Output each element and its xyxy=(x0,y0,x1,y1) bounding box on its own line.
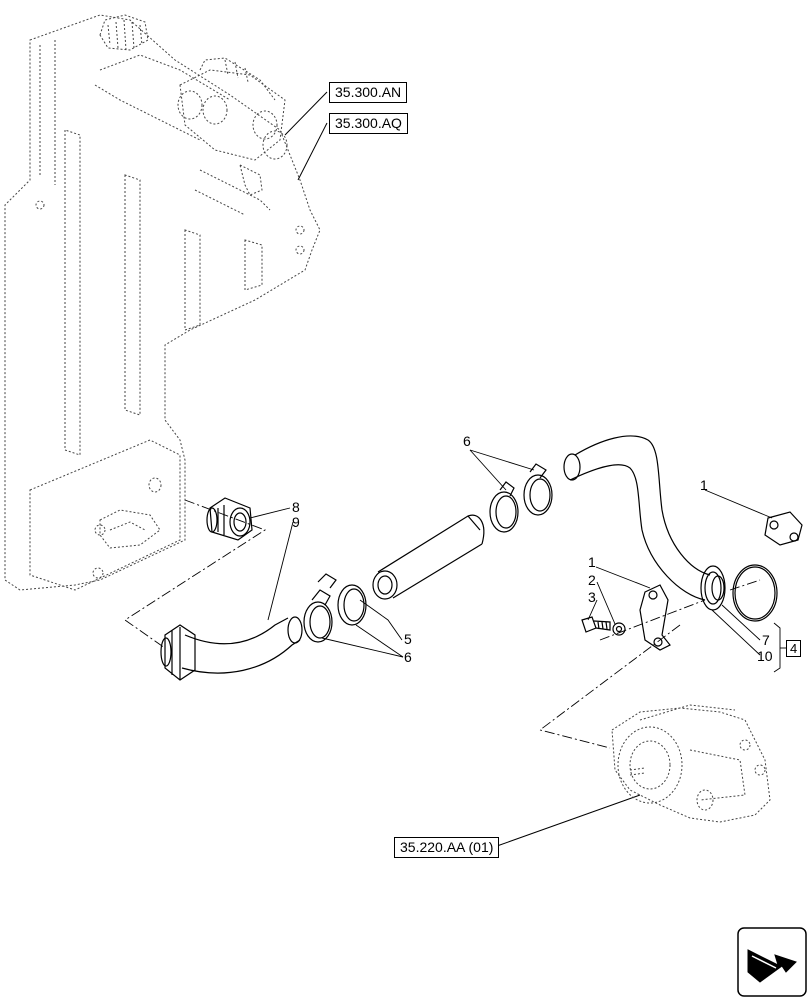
callout-9: 9 xyxy=(292,514,300,530)
callout-6-lower: 6 xyxy=(404,649,412,665)
reference-box-35-300-aq[interactable]: 35.300.AQ xyxy=(329,113,408,134)
callout-7: 7 xyxy=(762,632,770,648)
hydraulic-tank xyxy=(4,14,321,591)
callout-10: 10 xyxy=(757,648,773,664)
hydraulic-pump xyxy=(611,704,771,823)
callout-5: 5 xyxy=(404,631,412,647)
reference-box-35-220-aa[interactable]: 35.220.AA (01) xyxy=(394,837,500,858)
part-8-fitting xyxy=(206,497,253,541)
part-9-elbow-tube xyxy=(160,616,303,681)
callout-leaders xyxy=(249,449,787,673)
callout-1-upper: 1 xyxy=(700,477,708,493)
part-7-o-ring xyxy=(732,564,778,622)
part-10-pipe xyxy=(563,435,726,611)
part-1-half-flange-lower xyxy=(639,584,671,651)
part-1-half-flange-upper xyxy=(764,511,803,546)
alignment-lines xyxy=(124,499,761,749)
callout-1-lower: 1 xyxy=(588,554,596,570)
part-6-clamps-upper xyxy=(489,463,553,533)
reference-leaders xyxy=(284,91,641,847)
part-5-hose xyxy=(372,514,485,600)
part-6-clamps-lower xyxy=(303,573,367,643)
reference-box-35-300-an[interactable]: 35.300.AN xyxy=(329,82,408,103)
callout-2: 2 xyxy=(588,572,596,588)
next-page-arrow-icon xyxy=(737,927,807,997)
part-2-washer xyxy=(612,622,626,636)
callout-3: 3 xyxy=(588,589,596,605)
callout-4-box: 4 xyxy=(786,640,802,657)
part-3-screw xyxy=(581,616,611,633)
callout-6-upper: 6 xyxy=(463,433,471,449)
callout-8: 8 xyxy=(292,499,300,515)
